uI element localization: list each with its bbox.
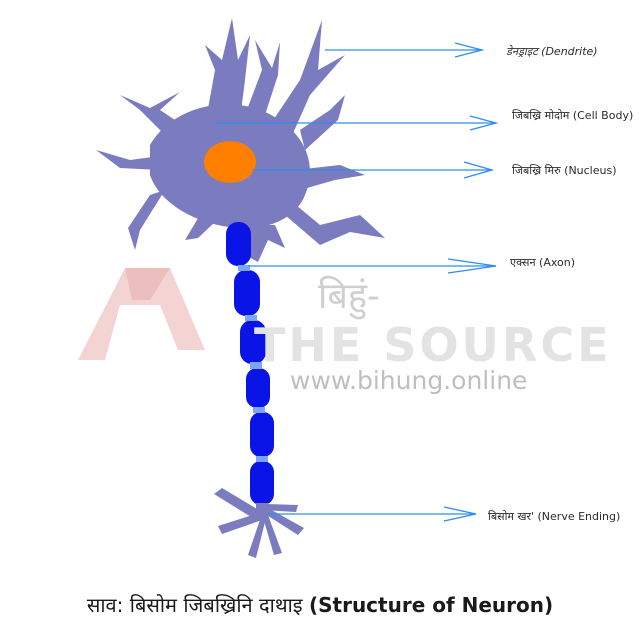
nerve-ending <box>214 488 304 558</box>
myelin-segment <box>246 368 270 408</box>
nucleus-arrow <box>252 161 495 179</box>
pointer-arrows <box>215 42 499 522</box>
label-axon: एक्सन (Axon) <box>510 256 576 269</box>
watermark-url: www.bihung.online <box>290 366 528 395</box>
nerve-ending-arrow <box>268 506 477 522</box>
myelin-segment <box>250 461 274 505</box>
watermark-hindi: बिहुं- <box>318 276 380 317</box>
nodes-of-ranvier <box>238 265 268 462</box>
label-nerve-ending: बिसोम खर' (Nerve Ending) <box>488 510 621 523</box>
axon-arrow <box>248 258 497 274</box>
myelin-segment <box>234 270 260 316</box>
dendrite-arrow <box>325 42 485 58</box>
myelin-segment <box>250 412 274 457</box>
myelin-segment <box>240 320 266 364</box>
nucleus <box>204 141 256 183</box>
label-cell-body: जिबख्रि मोदोम (Cell Body) <box>512 109 634 122</box>
caption-prefix: साव: बिसोम जिबख्रिनि दाथाइ <box>86 593 303 617</box>
cell-body-arrow <box>215 115 499 131</box>
caption-english: (Structure of Neuron) <box>308 593 554 617</box>
watermark-brand: THE SOURCE <box>254 318 612 372</box>
label-nucleus: जिबख्रि मिरु (Nucleus) <box>512 164 617 177</box>
watermark-logo <box>78 268 205 360</box>
figure-caption: साव: बिसोम जिबख्रिनि दाथाइ (Structure of… <box>0 591 640 618</box>
myelin-segment <box>226 222 251 266</box>
label-dendrite: डेनड्राइट (Dendrite) <box>506 45 598 58</box>
myelin-sheath <box>226 222 274 505</box>
